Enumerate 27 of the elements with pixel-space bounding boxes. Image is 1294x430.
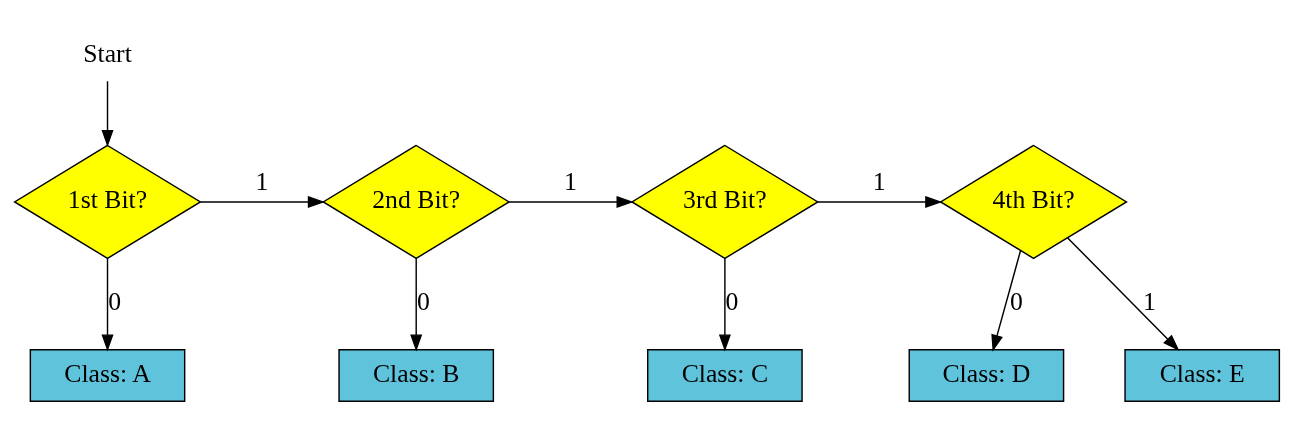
node-box: Class: A (29, 348, 186, 402)
edge-label: 0 (416, 286, 430, 316)
edge-label: 0 (725, 286, 739, 316)
edge-label: 1 (564, 166, 577, 196)
arrow (508, 195, 634, 208)
node-diamond: 1st Bit? (13, 144, 202, 259)
node-box: Class: B (338, 348, 495, 402)
arrow (101, 257, 114, 352)
arrow (817, 195, 943, 208)
arrow (1067, 236, 1180, 351)
node-diamond: 4th Bit? (939, 144, 1128, 259)
edge-label: 0 (1009, 286, 1023, 316)
arrow (718, 257, 731, 352)
edge-label: 1 (872, 166, 886, 196)
node-box: Class: C (647, 348, 803, 402)
arrow (991, 249, 1022, 352)
node-diamond: 3rd Bit? (630, 144, 820, 259)
node-diamond: 2nd Bit? (321, 144, 511, 259)
node-box: Class: E (1124, 348, 1281, 402)
arrow (199, 195, 325, 208)
arrow (410, 257, 423, 352)
edge-label: 1 (1142, 286, 1156, 316)
arrow (101, 80, 114, 147)
edge-label: 0 (108, 286, 122, 316)
node-text: Start (83, 38, 132, 68)
node-box: Class: D (908, 348, 1065, 402)
edge-label: 1 (255, 166, 269, 196)
